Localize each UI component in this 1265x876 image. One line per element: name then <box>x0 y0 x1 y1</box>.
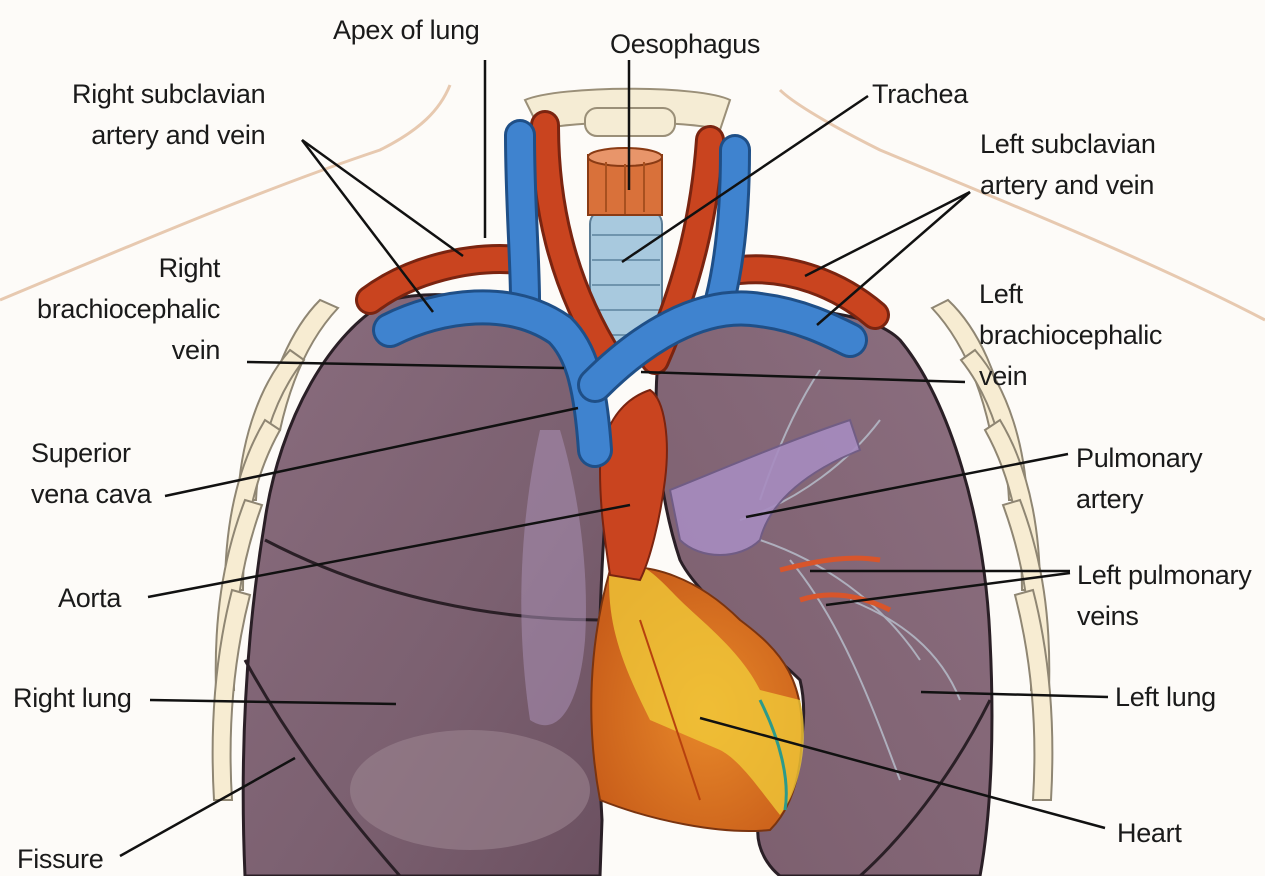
label-apex-of-lung-line-1: Apex of lung <box>333 10 480 51</box>
label-heart-line-1: Heart <box>1117 813 1182 854</box>
label-right-brachiocephalic-vein-line-1: Right <box>37 248 220 289</box>
label-left-brachiocephalic-vein-line-3: vein <box>979 356 1162 397</box>
label-right-brachiocephalic-vein-line-3: vein <box>37 330 220 371</box>
label-left-subclavian-line-2: artery and vein <box>980 165 1156 206</box>
right-lung-shape <box>243 295 610 876</box>
label-left-subclavian-line-1: Left subclavian <box>980 124 1156 165</box>
label-superior-vena-cava-line-1: Superior <box>31 433 151 474</box>
label-right-lung: Right lung <box>13 678 132 719</box>
label-fissure-line-1: Fissure <box>17 839 103 876</box>
label-pulmonary-artery-line-1: Pulmonary <box>1076 438 1202 479</box>
label-right-lung-line-1: Right lung <box>13 678 132 719</box>
oesophagus-shape <box>588 148 662 215</box>
label-trachea: Trachea <box>872 74 968 115</box>
label-left-lung: Left lung <box>1115 677 1216 718</box>
label-fissure: Fissure <box>17 839 103 876</box>
label-right-subclavian-line-2: artery and vein <box>72 115 265 156</box>
label-right-subclavian-line-1: Right subclavian <box>72 74 265 115</box>
label-aorta: Aorta <box>58 578 121 619</box>
label-pulmonary-artery-line-2: artery <box>1076 479 1202 520</box>
label-right-brachiocephalic-vein-line-2: brachiocephalic <box>37 289 220 330</box>
label-left-lung-line-1: Left lung <box>1115 677 1216 718</box>
label-aorta-line-1: Aorta <box>58 578 121 619</box>
label-left-pulmonary-veins-line-1: Left pulmonary <box>1077 555 1251 596</box>
label-heart: Heart <box>1117 813 1182 854</box>
label-left-pulmonary-veins-line-2: veins <box>1077 596 1251 637</box>
label-superior-vena-cava-line-2: vena cava <box>31 474 151 515</box>
label-oesophagus-line-1: Oesophagus <box>610 24 760 65</box>
label-oesophagus: Oesophagus <box>610 24 760 65</box>
label-left-brachiocephalic-vein-line-1: Left <box>979 274 1162 315</box>
label-left-brachiocephalic-vein-line-2: brachiocephalic <box>979 315 1162 356</box>
label-trachea-line-1: Trachea <box>872 74 968 115</box>
label-apex-of-lung: Apex of lung <box>333 10 480 51</box>
